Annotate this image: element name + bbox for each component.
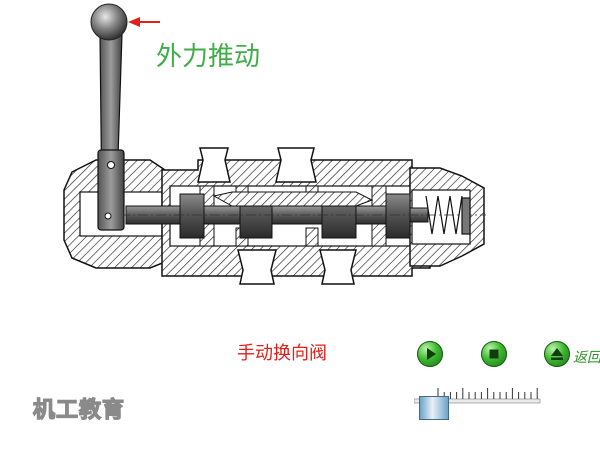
brand-logo: 机工教育 [32, 397, 126, 423]
hand-lever [97, 33, 125, 231]
timeline-slider[interactable] [413, 386, 544, 422]
eject-icon [551, 348, 563, 360]
lever-knob [90, 3, 128, 41]
play-button[interactable] [417, 341, 443, 367]
return-spring [425, 195, 471, 235]
timeline-scale [413, 388, 541, 404]
back-button[interactable] [544, 341, 570, 367]
spool [120, 191, 486, 239]
force-label: 外力推动 [156, 42, 261, 72]
force-arrow [128, 17, 160, 27]
play-icon [427, 348, 436, 360]
diagram-title: 手动换向阀 [237, 343, 327, 364]
back-label: 返回 [573, 350, 600, 366]
ports [197, 147, 357, 285]
slider-thumb[interactable] [419, 396, 449, 420]
stop-icon [489, 349, 499, 359]
stop-button[interactable] [481, 341, 507, 367]
